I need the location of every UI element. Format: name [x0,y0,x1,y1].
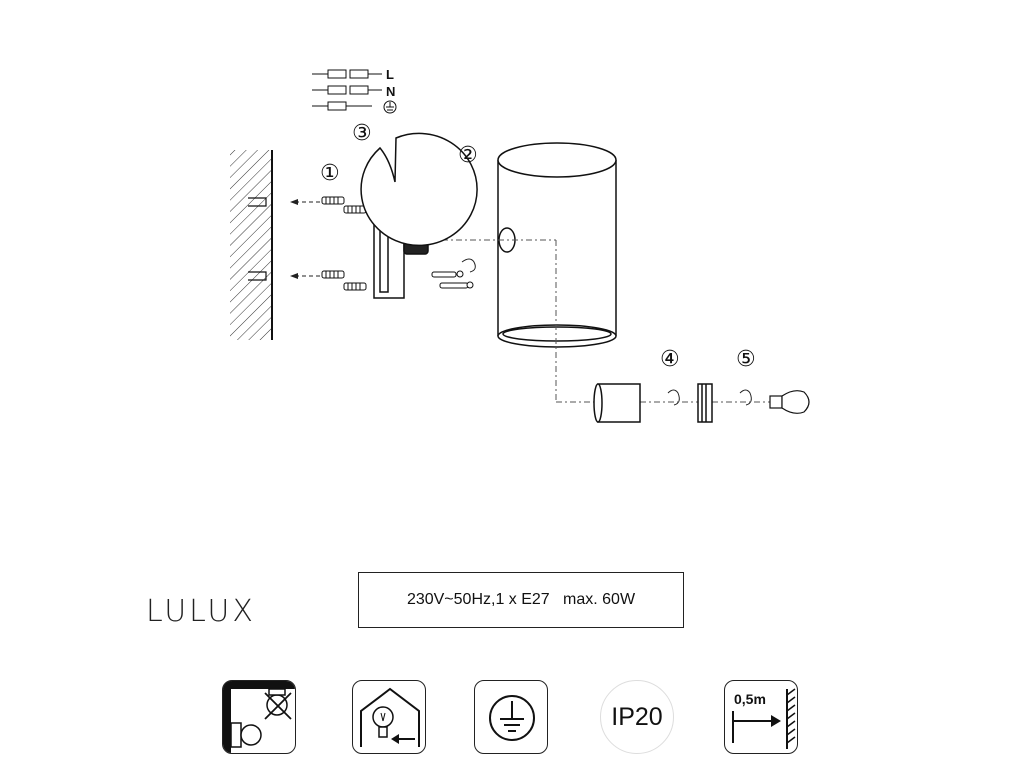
ip20-rating-icon: IP20 [600,680,674,754]
rotation-arrows [461,182,752,406]
wire-label-live: L [386,67,394,82]
earth-ground-icon [474,680,548,754]
dowels-and-screws [321,196,367,291]
indoor-use-icon [352,680,426,754]
step-2-number: ② [458,143,478,168]
step-4-number: ④ [660,347,680,372]
ip20-rating-text: IP20 [611,702,663,731]
arrow-heads-wall [290,199,298,279]
wiring-callout [360,132,478,247]
min-distance-icon: 0,5m [724,680,798,754]
socket-ring [593,383,713,423]
step-1-number: ① [320,161,340,186]
step-5-number: ⑤ [736,347,756,372]
wall [230,150,273,340]
spec-label: 230V~50Hz,1 x E27 max. 60W [358,572,684,628]
min-distance-text: 0,5m [734,691,766,707]
wire-label-neutral: N [386,84,395,99]
wiring-terminals [312,69,382,111]
wall-plugs [248,197,267,281]
brand-name: LULUX [146,594,256,629]
earth-symbol [383,100,397,114]
step-3-number: ③ [352,121,372,146]
assembly-guide-lines [428,239,770,403]
installation-diagram: L N ① ② ③ ④ ⑤ [230,67,810,423]
wall-not-ceiling-mount-icon [222,680,296,754]
arrows-to-wall [295,201,320,277]
lamp-cylinder [497,142,617,348]
light-bulb [769,390,810,414]
